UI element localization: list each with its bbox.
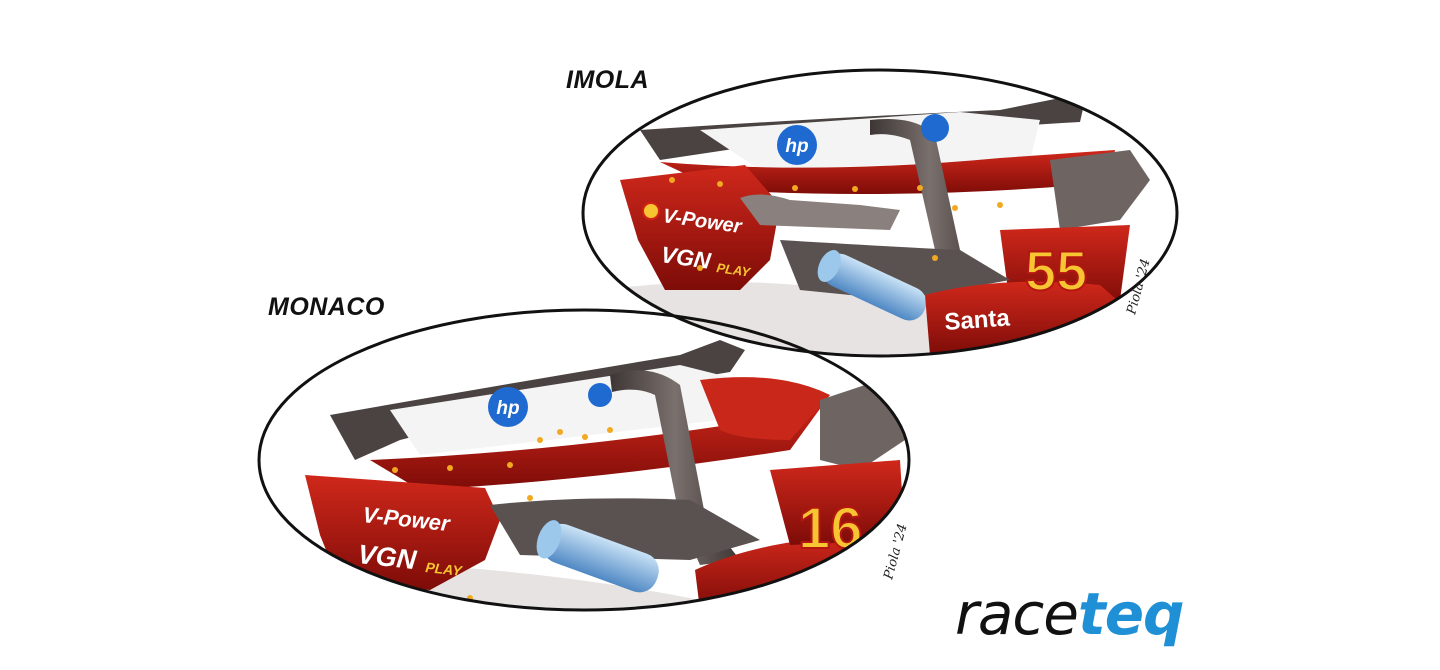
svg-text:55: 55 — [1025, 239, 1087, 302]
svg-text:16: 16 — [798, 496, 863, 561]
monaco-mainplane — [370, 395, 830, 490]
monaco-wing-drawing: hp V-Power VGN PLAY 16 — [260, 340, 909, 610]
monaco-pylon — [610, 370, 740, 565]
imola-pylon — [870, 119, 990, 282]
svg-text:hp: hp — [496, 398, 519, 419]
imola-signature: Piola '24 — [1124, 257, 1153, 317]
svg-text:VGN: VGN — [356, 539, 418, 575]
hp-logo-icon-monaco: hp — [488, 387, 528, 427]
monaco-frame — [257, 308, 911, 612]
logo-part-race: race — [955, 580, 1079, 648]
imola-frame — [581, 68, 1179, 358]
svg-text:PLAY: PLAY — [425, 559, 464, 579]
imola-left-endplate — [620, 165, 780, 290]
monaco-label: MONACO — [268, 293, 385, 321]
hp-logo-icon: hp — [777, 125, 817, 165]
monaco-signature: Piola '24 — [881, 522, 910, 582]
logo-part-teq: teq — [1077, 580, 1185, 648]
svg-text:Santa: Santa — [944, 304, 1012, 336]
imola-label: IMOLA — [566, 66, 650, 94]
monaco-left-endplate — [305, 475, 500, 590]
svg-text:hp: hp — [785, 136, 808, 157]
imola-mainplane — [660, 150, 1115, 194]
raceteq-logo: raceteq — [955, 585, 1185, 643]
svg-text:PLAY: PLAY — [716, 260, 753, 280]
shell-logo-icon — [642, 202, 660, 220]
